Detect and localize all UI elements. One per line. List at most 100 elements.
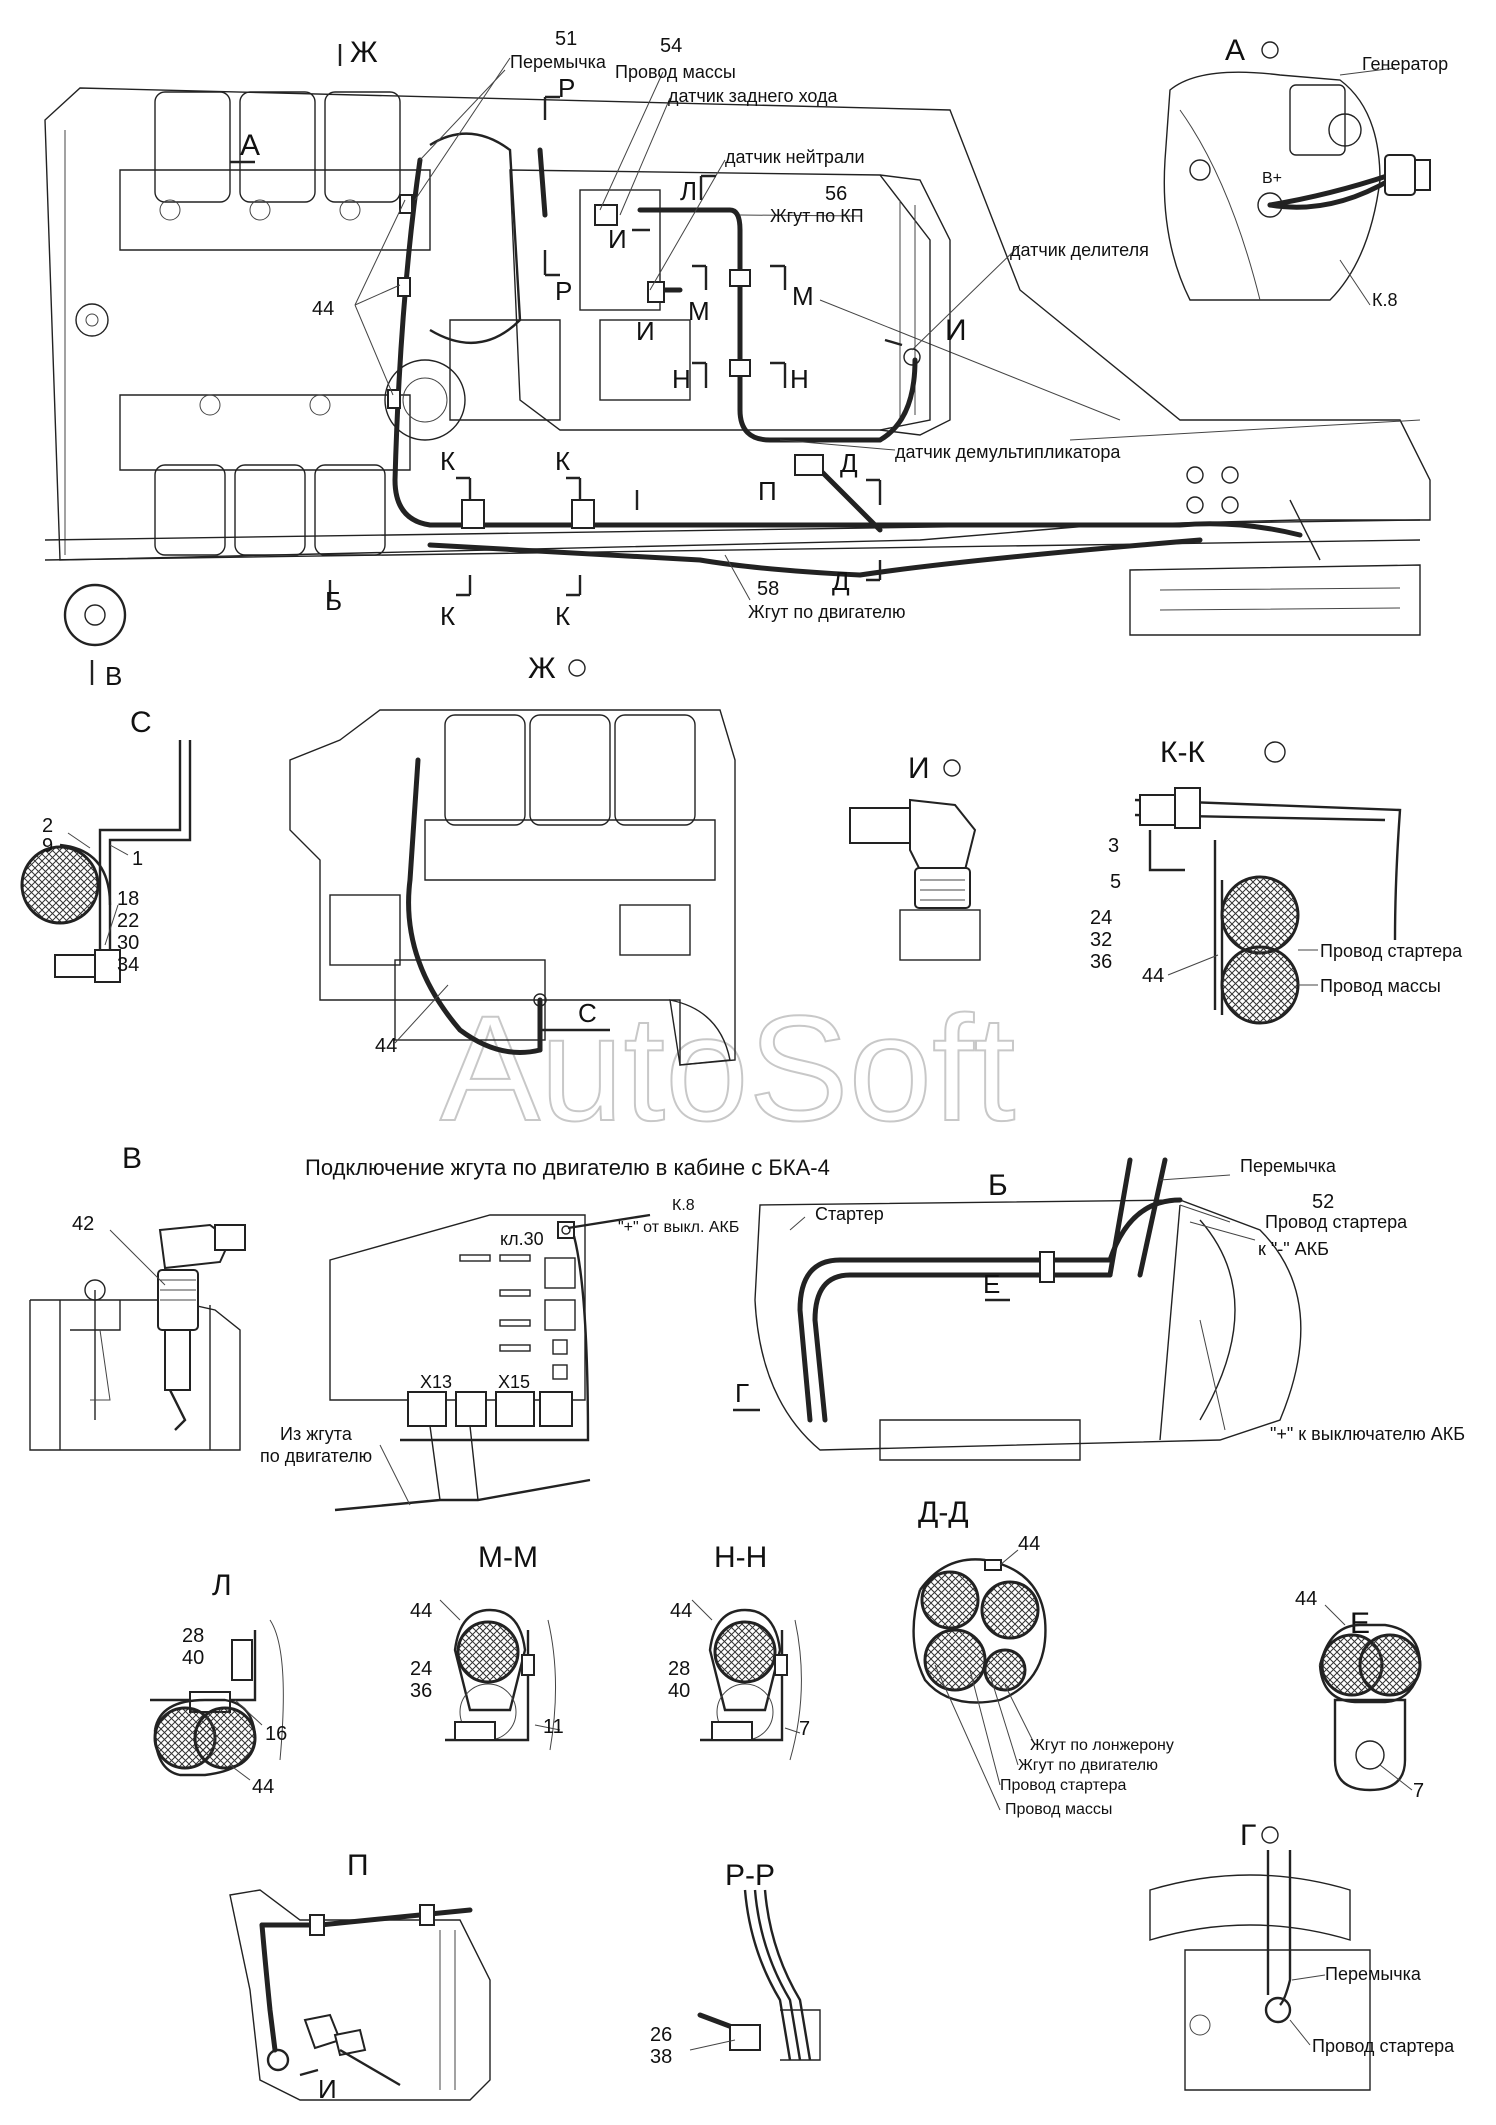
view-kk-part-32: 32 [1090, 929, 1112, 951]
view-l-part-16: 16 [265, 1723, 287, 1745]
marker-a: А [240, 129, 260, 162]
view-v-title: В [122, 1142, 142, 1175]
view-dd-wire-2 [980, 1580, 1040, 1640]
bka-x13: X13 [420, 1372, 452, 1392]
view-l-part-40: 40 [182, 1647, 204, 1669]
view-zh: Ж 44 С [289, 652, 736, 1066]
marker-l: Л [680, 176, 697, 206]
view-dd-wire-label-2: Жгут по двигателю [1018, 1757, 1158, 1774]
callout-neutral-sensor: датчик нейтрали [725, 147, 865, 167]
bka-x15: X15 [498, 1372, 530, 1392]
callout-54: 54 [660, 35, 682, 57]
marker-m1: М [688, 296, 710, 326]
marker-zh: Ж [350, 36, 378, 69]
view-kk-part-5: 5 [1110, 871, 1121, 893]
view-i-title: И [908, 752, 930, 785]
view-v-42: 42 [72, 1213, 94, 1235]
view-mm-part-44: 44 [410, 1600, 432, 1622]
view-e-part-44: 44 [1295, 1588, 1317, 1610]
view-nn-part-40: 40 [668, 1680, 690, 1702]
marker-k1: К [440, 446, 455, 476]
view-mm-part-11: 11 [543, 1716, 564, 1738]
bka-4-connection: Подключение жгута по двигателю в кабине … [260, 1155, 830, 1512]
view-rr-part-26: 26 [650, 2024, 672, 2046]
marker-p: П [758, 476, 777, 506]
view-g-starter-wire: Провод стартера [1312, 2036, 1455, 2056]
view-rr-title: Р-Р [725, 1859, 775, 1892]
view-kk-part-44: 44 [1142, 965, 1164, 987]
view-s-part-18: 18 [117, 888, 139, 910]
view-s-part-30: 30 [117, 932, 139, 954]
view-nn: Н-Н 44 28 40 7 [668, 1541, 810, 1761]
view-l-part-28: 28 [182, 1625, 204, 1647]
marker-k4: К [555, 601, 570, 631]
view-nn-part-7: 7 [799, 1718, 810, 1740]
view-zh-s: С [578, 998, 597, 1028]
view-s-title: С [130, 706, 152, 739]
callout-58: 58 [757, 578, 779, 600]
bka-plus-from: "+" от выкл. АКБ [618, 1219, 739, 1236]
view-s-bundle [20, 845, 100, 925]
marker-i1: И [608, 224, 627, 254]
marker-d2: Д [832, 566, 850, 596]
view-b-starter-wire: Провод стартера [1265, 1212, 1408, 1232]
view-b-jumper: Перемычка [1240, 1156, 1337, 1176]
bka-from-harness-1: Из жгута [280, 1424, 353, 1444]
view-a-k8-label: К.8 [1372, 290, 1398, 310]
view-b-title: Б [988, 1169, 1008, 1202]
view-rr: Р-Р 26 38 [650, 1859, 821, 2068]
view-b-minus-akb: к "-" АКБ [1258, 1239, 1329, 1259]
bka-kl30: кл.30 [500, 1229, 544, 1249]
bka-title: Подключение жгута по двигателю в кабине … [305, 1155, 830, 1180]
view-zh-title: Ж [528, 652, 556, 685]
view-rr-part-38: 38 [650, 2046, 672, 2068]
callout-ground-wire: Провод массы [615, 62, 736, 82]
view-dd-wire-3 [923, 1628, 987, 1692]
view-s: С 2 9 1 18 22 30 34 [20, 706, 192, 983]
view-dd-title: Д-Д [918, 1496, 969, 1529]
callout-reverse-sensor: датчик заднего хода [668, 86, 838, 106]
view-dd-44: 44 [1018, 1533, 1040, 1555]
view-kk-starter-wire [1220, 875, 1300, 955]
view-dd-wire-1 [920, 1570, 980, 1630]
marker-n2: Н [790, 364, 809, 394]
marker-v: В [105, 661, 122, 691]
marker-r-top: Р [558, 73, 575, 103]
view-mm-part-36: 36 [410, 1680, 432, 1702]
marker-d1: Д [840, 448, 858, 478]
view-dd-wire-label-4: Провод массы [1005, 1801, 1112, 1818]
view-b-g: Г [735, 1378, 749, 1408]
callout-engine-harness: Жгут по двигателю [748, 602, 906, 622]
view-e: Е 44 7 [1295, 1588, 1424, 1802]
view-l-part-44: 44 [252, 1776, 274, 1798]
view-b-plus-switch: "+" к выключателю АКБ [1270, 1424, 1465, 1444]
view-kk-part-3: 3 [1108, 835, 1119, 857]
view-p-i: И [318, 2074, 337, 2104]
view-nn-part-44: 44 [670, 1600, 692, 1622]
view-dd-wire-label-1: Жгут по лонжерону [1030, 1737, 1174, 1754]
callout-demultiplier-sensor: датчик демультипликатора [895, 442, 1121, 462]
view-a-generator: А Генератор B+ К.8 [1163, 34, 1448, 310]
view-nn-bundle-a [713, 1620, 777, 1684]
marker-i3: И [945, 314, 967, 347]
view-e-part-7: 7 [1413, 1780, 1424, 1802]
callout-56: 56 [825, 183, 847, 205]
marker-n1: Н [672, 364, 691, 394]
view-e-title: Е [1350, 1607, 1370, 1640]
bka-from-harness-2: по двигателю [260, 1446, 372, 1466]
view-s-part-2: 2 [42, 815, 53, 837]
view-g-title: Г [1240, 1819, 1256, 1852]
callout-gearbox-harness: Жгут по КП [770, 206, 864, 226]
callout-divider-sensor: датчик делителя [1010, 240, 1149, 260]
marker-m2: М [792, 281, 814, 311]
view-kk-starter-wire-label: Провод стартера [1320, 941, 1463, 961]
callout-51: 51 [555, 28, 577, 50]
view-kk-ground-wire [1220, 945, 1300, 1025]
view-s-part-22: 22 [117, 910, 139, 932]
view-p-title: П [347, 1849, 369, 1882]
view-b-52: 52 [1312, 1191, 1334, 1213]
view-kk-title: К-К [1160, 736, 1205, 769]
view-v: В 42 [29, 1142, 246, 1451]
view-dd: Д-Д 44 Жгут по лонжерону Жгут по двигате… [912, 1496, 1174, 1818]
view-a-title: А [1225, 34, 1245, 67]
